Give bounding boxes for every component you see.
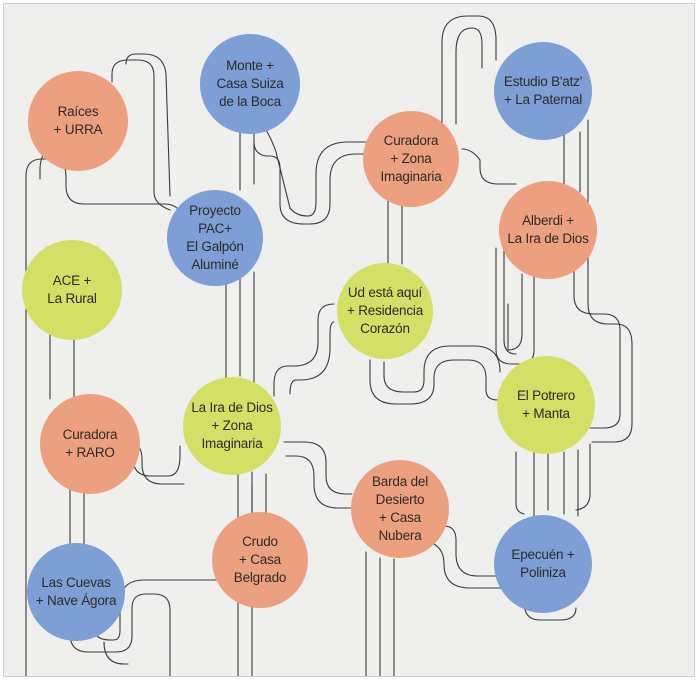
connector-path <box>515 443 591 515</box>
node-label: Epecuén + Poliniza <box>511 547 575 580</box>
node-epecuen: Epecuén + Poliniza <box>494 515 592 613</box>
connector-path <box>273 303 335 397</box>
node-las-cuevas: Las Cuevas + Nave Ágora <box>27 543 125 641</box>
node-label: Curadora + Zona Imaginaria <box>380 133 442 184</box>
node-la-ira-de-dios: La Ira de Dios + Zona Imaginaria <box>183 377 281 475</box>
node-label: Raíces + URRA <box>53 104 103 137</box>
node-label: El Potrero + Manta <box>516 388 576 421</box>
node-el-potrero: El Potrero + Manta <box>497 356 595 454</box>
connector-path <box>503 227 517 355</box>
node-label: Alberdi + La Ira de Dios <box>507 213 589 246</box>
node-label: Proyecto PAC+ El Galpón Aluminé <box>186 203 244 272</box>
diagram-frame: Raíces + URRA Monte + Casa Suiza de la Bo… <box>3 3 695 677</box>
connector-path <box>369 359 499 405</box>
node-estudio-batz: Estudio B'atz' + La Paternal <box>494 42 592 140</box>
node-curadora-zona-imaginaria-top: Curadora + Zona Imaginaria <box>363 111 459 207</box>
node-label: Curadora + RARO <box>62 427 118 460</box>
node-label: La Ira de Dios + Zona Imaginaria <box>191 400 273 451</box>
connector-path <box>131 443 185 485</box>
connector-path <box>587 119 633 443</box>
connector-path <box>365 551 395 676</box>
node-alberdi: Alberdi + La Ira de Dios <box>499 181 597 279</box>
connector-path <box>283 441 355 509</box>
node-ud-esta-aqui: Ud está aquí + Residencia Corazón <box>337 263 433 359</box>
node-monte-casa-suiza: Monte + Casa Suiza de la Boca <box>200 34 300 134</box>
node-ace-la-rural: ACE + La Rural <box>22 240 122 340</box>
node-crudo-casa-belgrado: Crudo + Casa Belgrado <box>212 512 308 608</box>
node-proyecto-pac: Proyecto PAC+ El Galpón Aluminé <box>167 190 263 286</box>
node-raices-urra: Raíces + URRA <box>28 71 128 171</box>
node-curadora-raro: Curadora + RARO <box>40 394 140 494</box>
node-label: Monte + Casa Suiza de la Boca <box>216 58 284 109</box>
connector-path <box>461 148 517 185</box>
connector-path <box>495 247 535 365</box>
connector-path <box>533 447 579 517</box>
node-label: Ud está aquí + Residencia Corazón <box>346 285 424 336</box>
connector-path <box>523 601 577 621</box>
connector-path <box>125 53 171 197</box>
node-barda-del-desierto: Barda del Desierto + Casa Nubera <box>351 460 449 558</box>
connector-path <box>253 141 371 225</box>
connector-path <box>433 525 505 589</box>
connector-path <box>441 15 497 135</box>
connector-path <box>69 593 171 676</box>
connector-path <box>239 125 255 191</box>
connector-path <box>265 129 375 217</box>
node-label: Crudo + Casa Belgrado <box>233 534 287 585</box>
connector-path <box>103 641 129 665</box>
node-label: Las Cuevas + Nave Ágora <box>35 575 117 608</box>
connector-path <box>573 267 621 429</box>
connector-path <box>91 579 217 641</box>
connector-path <box>383 345 501 393</box>
node-label: ACE + La Rural <box>47 273 97 306</box>
node-label: Estudio B'atz' + La Paternal <box>503 74 583 107</box>
node-label: Barda del Desierto + Casa Nubera <box>372 474 428 543</box>
connector-path <box>225 271 255 385</box>
connector-path <box>563 131 581 193</box>
